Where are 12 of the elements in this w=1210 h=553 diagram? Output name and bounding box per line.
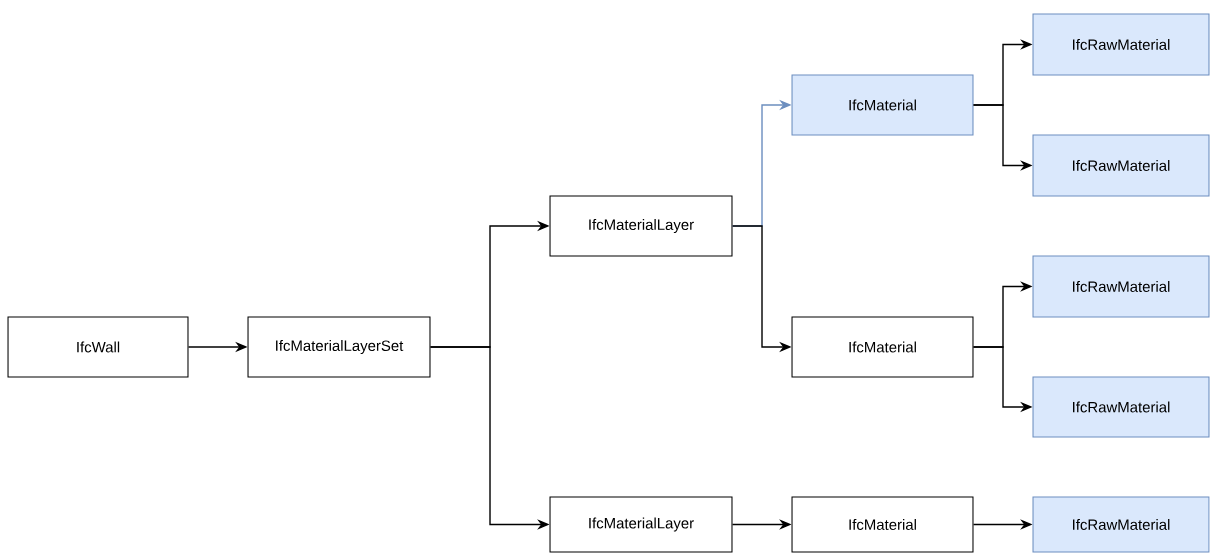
class-box: IfcRawMaterial — [1032, 13, 1210, 76]
class-box: IfcRawMaterial — [1032, 134, 1210, 197]
class-box: IfcMaterial — [791, 74, 974, 136]
class-box: IfcMaterialLayer — [549, 195, 733, 257]
class-box: IfcRawMaterial — [1032, 496, 1210, 553]
class-box: IfcRawMaterial — [1032, 376, 1210, 438]
class-box: IfcWall — [7, 316, 189, 378]
class-box: IfcMaterialLayer — [549, 496, 733, 553]
class-box: IfcMaterial — [791, 316, 974, 378]
class-box: IfcMaterialLayerSet — [247, 316, 431, 378]
class-box: IfcMaterial — [791, 496, 974, 553]
class-box: IfcRawMaterial — [1032, 255, 1210, 318]
